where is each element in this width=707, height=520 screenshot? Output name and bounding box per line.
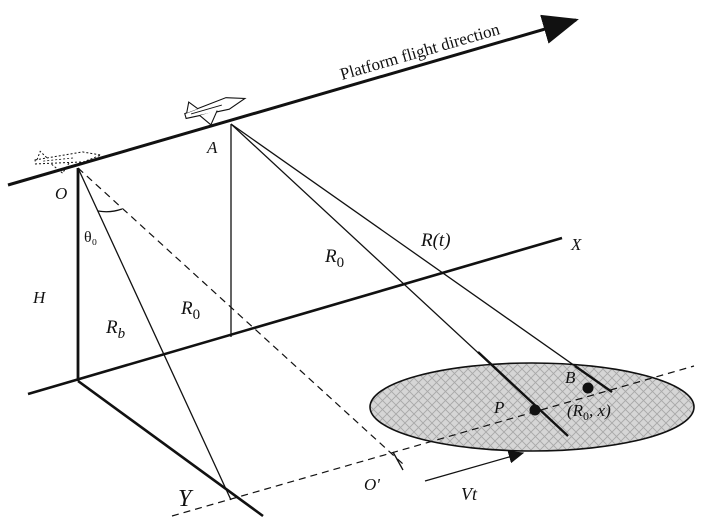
theta-arc <box>97 208 123 213</box>
label-P: P <box>493 398 504 417</box>
label-R0-slant: R0 <box>324 246 344 271</box>
label-R0-vertical: R0 <box>180 298 200 323</box>
aircraft-current-icon <box>184 97 247 126</box>
flight-direction-label: Platform flight direction <box>338 19 502 83</box>
point-P-marker <box>529 404 541 416</box>
slant-range-Rt <box>230 123 613 393</box>
point-B-marker <box>582 382 594 394</box>
slant-range-R0-thick <box>477 351 569 437</box>
label-Rt: R(t) <box>420 230 451 251</box>
x-axis <box>27 236 563 396</box>
label-B: B <box>565 368 576 387</box>
label-H: H <box>32 288 47 307</box>
slant-range-Rt-thick <box>574 365 613 393</box>
beam-center-dashed <box>77 167 404 465</box>
aircraft-previous-icon <box>34 150 103 174</box>
label-O: O <box>55 184 67 203</box>
flight-path-line <box>7 14 579 187</box>
slant-range-Rb <box>77 167 232 501</box>
vt-arrow <box>424 450 525 482</box>
label-A: A <box>206 138 218 157</box>
o-prime-tick <box>392 451 404 471</box>
label-O-prime: O' <box>364 475 380 494</box>
y-axis <box>77 379 264 518</box>
label-Rb: Rb <box>105 317 126 342</box>
label-Y: Y <box>178 486 194 512</box>
label-X: X <box>570 235 582 254</box>
label-theta: θ₀ <box>84 229 97 246</box>
ground-track-dashed <box>171 365 695 517</box>
label-target-coordinate: (R0, x) <box>567 401 611 423</box>
label-Vt: Vt <box>461 484 478 504</box>
